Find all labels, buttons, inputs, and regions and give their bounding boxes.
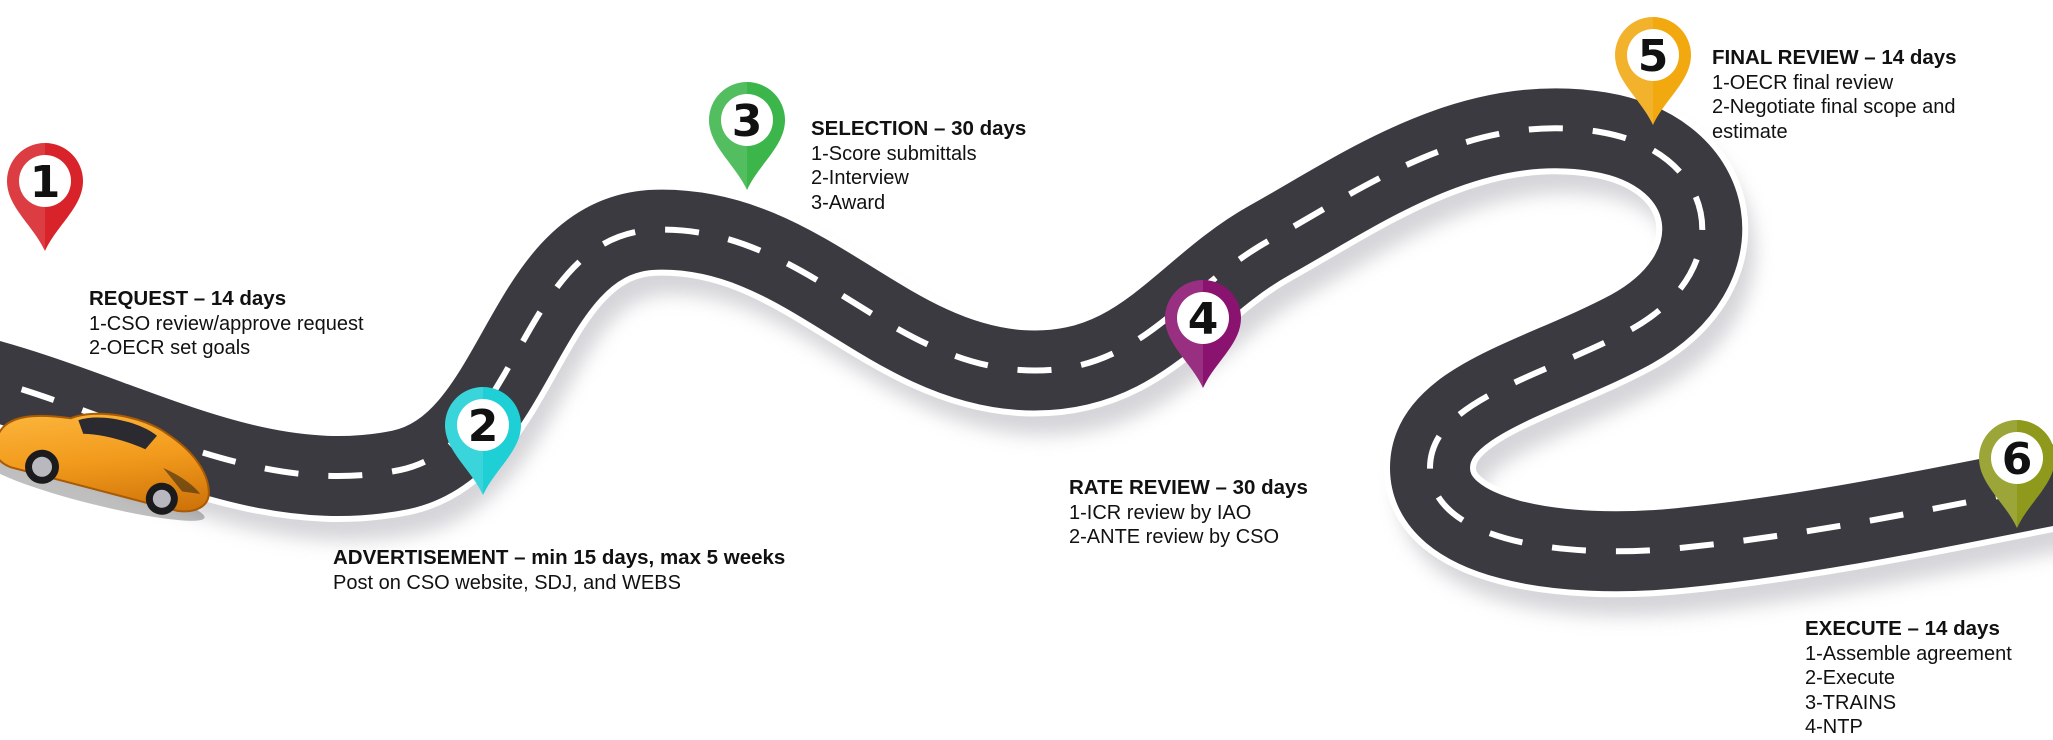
- step-1-description: REQUEST – 14 days 1-CSO review/approve r…: [89, 287, 364, 361]
- step-1-title: REQUEST – 14 days: [89, 287, 364, 312]
- step-3-line-2: 2-Interview: [811, 166, 1026, 191]
- step-3-title: SELECTION – 30 days: [811, 117, 1026, 142]
- map-pin-3-icon: 3: [709, 82, 785, 190]
- pin-number: 3: [732, 96, 763, 147]
- pin-number: 5: [1638, 31, 1669, 82]
- step-3-line-1: 1-Score submittals: [811, 142, 1026, 167]
- step-4-line-1: 1-ICR review by IAO: [1069, 501, 1308, 526]
- step-2-title: ADVERTISEMENT – min 15 days, max 5 weeks: [333, 546, 785, 571]
- step-5-title: FINAL REVIEW – 14 days: [1712, 46, 1957, 71]
- pin-number: 4: [1188, 294, 1219, 345]
- step-6-line-2: 2-Execute: [1805, 666, 2012, 691]
- pin-number: 1: [30, 157, 61, 208]
- step-2-line-1: Post on CSO website, SDJ, and WEBS: [333, 571, 785, 596]
- step-1-line-2: 2-OECR set goals: [89, 336, 364, 361]
- step-5-description: FINAL REVIEW – 14 days 1-OECR final revi…: [1712, 46, 1957, 144]
- step-5-line-2: 2-Negotiate final scope and: [1712, 95, 1957, 120]
- step-6-line-1: 1-Assemble agreement: [1805, 642, 2012, 667]
- step-1-line-1: 1-CSO review/approve request: [89, 312, 364, 337]
- step-6-line-3: 3-TRAINS: [1805, 691, 2012, 716]
- step-3-description: SELECTION – 30 days 1-Score submittals 2…: [811, 117, 1026, 215]
- step-6-description: EXECUTE – 14 days 1-Assemble agreement 2…: [1805, 617, 2012, 740]
- map-pin-1-icon: 1: [7, 143, 83, 251]
- pin-number: 2: [468, 401, 499, 452]
- step-6-line-4: 4-NTP: [1805, 715, 2012, 740]
- pin-number: 6: [2002, 434, 2033, 485]
- step-3-line-3: 3-Award: [811, 191, 1026, 216]
- step-2-description: ADVERTISEMENT – min 15 days, max 5 weeks…: [333, 546, 785, 595]
- step-4-description: RATE REVIEW – 30 days 1-ICR review by IA…: [1069, 476, 1308, 550]
- step-5-line-1: 1-OECR final review: [1712, 71, 1957, 96]
- step-6-title: EXECUTE – 14 days: [1805, 617, 2012, 642]
- step-4-title: RATE REVIEW – 30 days: [1069, 476, 1308, 501]
- step-5-line-3: estimate: [1712, 120, 1957, 145]
- step-4-line-2: 2-ANTE review by CSO: [1069, 525, 1308, 550]
